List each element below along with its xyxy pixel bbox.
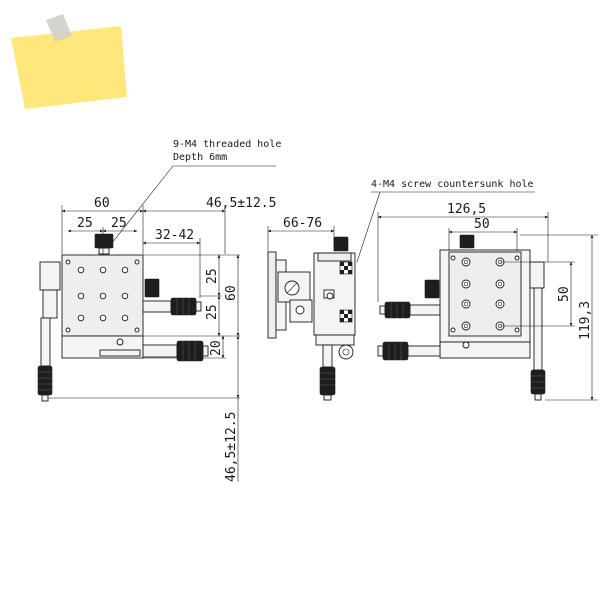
top-bottom-micrometer-tip [377,345,384,357]
dim-front-bottom-v: 20 [209,340,224,356]
front-view: 60 25 25 46,5±12.5 32-42 25 25 60 20 46,… [37,196,276,482]
side-body-hole [326,292,334,300]
top-bottom-base [439,341,531,359]
side-checker-lower [339,309,353,323]
front-plate-corner-hole [134,327,140,333]
front-top-knob [94,233,114,249]
front-lower-hole [116,338,124,346]
front-plate-corner-hole [134,259,140,265]
side-micrometer-tip [323,394,332,401]
dim-front-height: 60 [224,285,239,301]
top-left-micrometer-knob [384,301,411,319]
sticky-note-paper [11,26,127,109]
dim-side-width: 66-76 [283,216,322,231]
dim-front-width: 60 [94,196,110,211]
top-view: 126,5 50 50 119,3 [377,202,598,401]
front-vertical-micrometer-knob [37,365,53,396]
threaded-hole-leader [103,165,174,254]
dim-front-v-lower: 25 [205,304,220,320]
side-bottom-base [315,334,355,346]
sticky-note-tape [46,14,72,42]
dim-front-half-right: 25 [111,216,127,231]
front-plate-hole [99,266,107,274]
top-left-micrometer-body [409,304,441,316]
top-right-micrometer-body [533,287,543,371]
side-top-plate [317,252,352,262]
side-top-knob [333,236,349,252]
front-plate-hole [99,292,107,300]
front-side-block [39,261,61,291]
front-vertical-micrometer-body [40,317,51,367]
front-right-knob [144,278,160,298]
front-plate-hole [121,314,129,322]
front-top-knob-stem [98,247,110,255]
top-bottom-micrometer-knob [382,341,409,361]
front-bottom-micrometer-body [142,344,178,358]
countersunk-note-text: 4-M4 screw countersunk hole [371,179,534,190]
front-plate-hole [77,266,85,274]
front-plate-hole [77,314,85,322]
front-plate-corner-hole [65,327,71,333]
dim-front-v-upper: 25 [205,268,220,284]
dim-travel-vertical: 46,5±12.5 [224,412,239,482]
side-view: 66-76 [267,216,356,401]
dim-front-half-left: 25 [77,216,93,231]
dim-top-plate-height: 50 [557,286,572,302]
dim-top-height: 119,3 [578,301,593,340]
front-lower-clamp [99,349,141,357]
front-horizontal-micrometer-knob [170,297,197,316]
side-micrometer-knob [319,366,336,396]
top-right-block [529,261,545,289]
top-view-top-knob [459,234,475,249]
countersunk-leader [356,191,381,263]
dim-offset-range: 32-42 [155,228,194,243]
front-bottom-micrometer-tip [202,345,209,357]
top-plate-corner-hole [514,327,520,333]
top-plate-corner-hole [450,255,456,261]
sticky-note [11,14,127,109]
front-horizontal-micrometer-body [142,300,172,313]
dim-top-plate-width: 50 [474,217,490,232]
top-left-small-knob [424,279,440,299]
side-micrometer-body [322,344,333,368]
threaded-hole-note: 9-M4 threaded hole Depth 6mm [103,139,281,254]
front-plate-hole [99,314,107,322]
front-plate-hole [77,292,85,300]
dim-travel-horizontal: 46,5±12.5 [206,196,276,211]
front-plate-hole [121,292,129,300]
side-checker-upper [339,261,353,275]
front-plate-hole [121,266,129,274]
side-bottom-hole [338,344,354,360]
front-plate-corner-hole [65,259,71,265]
top-plate-corner-hole [450,327,456,333]
threaded-hole-note-line2: Depth 6mm [173,152,227,163]
side-lower-bracket-hole [295,305,305,315]
dim-top-width: 126,5 [447,202,486,217]
side-back-plate [267,251,277,339]
top-bottom-hole [462,341,470,349]
top-main-plate [448,251,522,337]
countersunk-note: 4-M4 screw countersunk hole [356,179,535,263]
front-vertical-micrometer-tip [41,394,49,402]
top-left-micrometer-tip [379,305,386,315]
top-plate-corner-hole [514,255,520,261]
top-right-micrometer-tip [534,393,542,401]
threaded-hole-note-line1: 9-M4 threaded hole [173,139,281,150]
top-bottom-micrometer-body [407,345,441,357]
front-horizontal-micrometer-tip [195,301,202,312]
front-side-block-inner [42,289,58,319]
